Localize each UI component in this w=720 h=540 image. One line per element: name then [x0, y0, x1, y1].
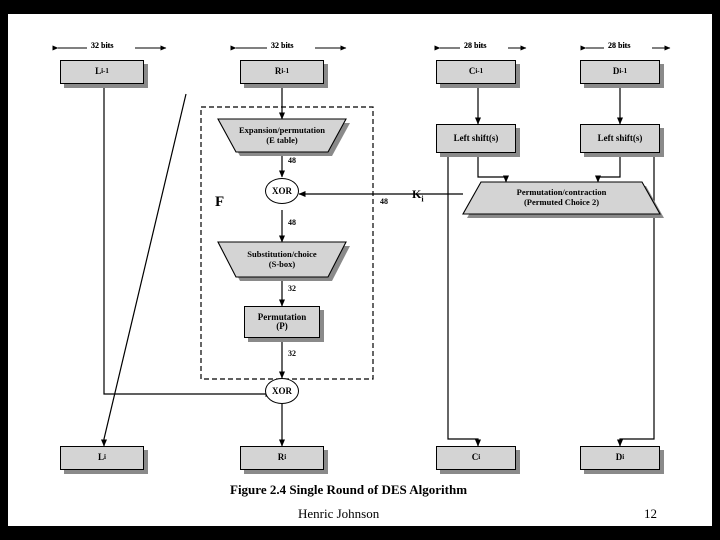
- block-expansion-permutation: Expansion/permutation (E table): [218, 119, 346, 152]
- register-c-prev-sub: i-1: [475, 67, 484, 76]
- register-c-prev-label: C: [468, 66, 476, 77]
- bits-32-sbox-out: 32: [288, 284, 296, 293]
- register-l-prev-label: L: [95, 66, 102, 77]
- block-perm-contraction-line2: (Permuted Choice 2): [523, 197, 600, 207]
- bits-48-key: 48: [380, 197, 388, 206]
- bits-48-xor-out: 48: [288, 218, 296, 227]
- block-expansion-line1: Expansion/permutation: [239, 124, 325, 135]
- register-d-prev-label: D: [612, 66, 620, 77]
- block-permutation-contraction: Permutation/contraction (Permuted Choice…: [463, 182, 660, 214]
- block-permutation-p: Permutation (P): [244, 306, 320, 338]
- register-d-next-label: D: [615, 452, 623, 463]
- block-left-shift-c-label: Left shift(s): [453, 132, 499, 143]
- register-d-prev-sub: i-1: [619, 67, 628, 76]
- width-label-left-half-top: 32 bits: [91, 41, 114, 50]
- footer-page-number: 12: [644, 506, 657, 521]
- figure-caption: Figure 2.4 Single Round of DES Algorithm: [230, 482, 468, 497]
- bits-32-permutation-out: 32: [288, 349, 296, 358]
- register-d-next-sub: i: [622, 453, 625, 462]
- block-permutation-line2: (P): [276, 321, 288, 331]
- xor-left-half: XOR: [265, 378, 299, 404]
- xor-f-function: XOR: [265, 178, 299, 204]
- xor-left-half-label: XOR: [272, 386, 292, 396]
- block-permutation-line1: Permutation: [257, 311, 307, 322]
- width-label-c-half-top: 28 bits: [464, 41, 487, 50]
- block-perm-contraction-line1: Permutation/contraction: [516, 187, 607, 198]
- register-l-next-label: L: [98, 452, 105, 463]
- width-label-d-half-top: 28 bits: [608, 41, 631, 50]
- block-left-shift-c: Left shift(s): [436, 124, 516, 153]
- key-subkey-sub: i: [421, 194, 424, 204]
- block-substitution-choice: Substitution/choice (S-box): [218, 242, 346, 277]
- block-left-shift-d: Left shift(s): [580, 124, 660, 153]
- function-f-label: F: [215, 194, 225, 210]
- register-c-next-sub: i: [478, 453, 481, 462]
- register-l-next-sub: i: [104, 453, 106, 462]
- key-subkey-label: Ki: [412, 187, 424, 203]
- key-subkey-letter: K: [412, 187, 422, 201]
- register-l-prev-sub: i-1: [101, 67, 109, 76]
- register-r-next-sub: i: [284, 453, 287, 462]
- block-substitution-line2: (S-box): [268, 258, 296, 269]
- slide-page: 32 bits 32 bits 28 bits 28 bits 32 bits …: [8, 14, 712, 526]
- xor-f-function-label: XOR: [272, 186, 292, 196]
- block-left-shift-d-label: Left shift(s): [597, 132, 643, 143]
- bits-48-expansion-out: 48: [288, 156, 296, 165]
- register-c-next-label: C: [471, 452, 479, 463]
- register-r-prev-label: R: [274, 66, 282, 77]
- diagram-connectors: [52, 45, 671, 447]
- footer-author: Henric Johnson: [298, 506, 380, 521]
- register-r-prev-sub: i-1: [281, 67, 290, 76]
- block-expansion-line2: (E table): [266, 134, 298, 145]
- block-substitution-line1: Substitution/choice: [247, 248, 317, 259]
- width-label-right-half-top: 32 bits: [271, 41, 294, 50]
- register-r-next-label: R: [277, 452, 285, 463]
